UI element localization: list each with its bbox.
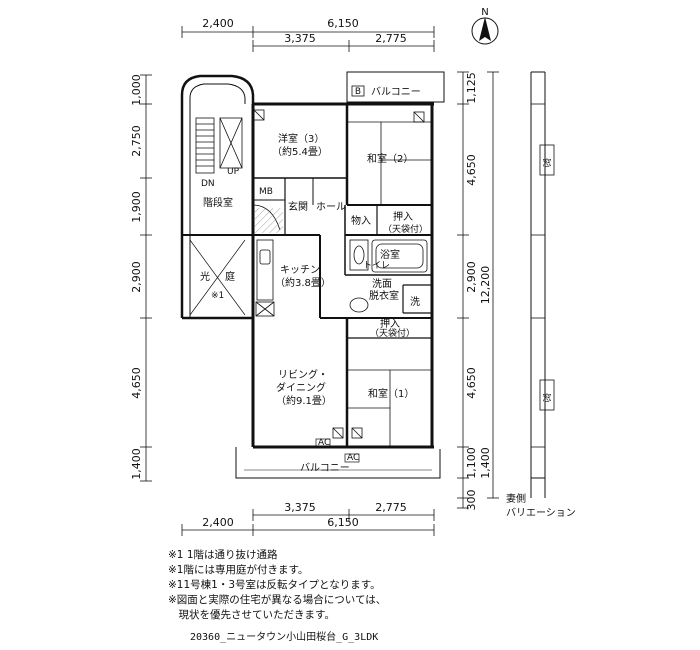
western-room-name: 洋室（3） xyxy=(278,132,324,145)
bath-fixtures xyxy=(349,239,428,313)
stair-dn-label: DN xyxy=(201,179,215,189)
light-well-note: ※1 xyxy=(211,291,224,301)
side-elevation xyxy=(530,71,555,498)
japanese-room-2: 和室（2） xyxy=(367,152,413,165)
light-well xyxy=(189,239,246,316)
note-3: ※11号棟1・3号室は反転タイプとなります。 xyxy=(168,579,381,591)
japanese-room-1: 和室（1） xyxy=(368,387,414,400)
bath-label: 浴室 xyxy=(380,248,400,261)
note-5: 現状を優先させていただきます。 xyxy=(168,609,335,621)
dim-right-5: 1,100 xyxy=(465,447,478,479)
side-label-2: バリエーション xyxy=(506,507,576,519)
wash-label: 洗 xyxy=(410,296,420,308)
side-window-1: 窓 xyxy=(542,157,551,169)
side-label-1: 妻側 xyxy=(506,492,526,505)
kitchen-counter xyxy=(255,239,275,317)
ac-label-2: AC xyxy=(347,453,359,463)
dim-right-3: 2,900 xyxy=(465,261,478,293)
dim-top-inner-1: 3,375 xyxy=(284,32,316,45)
light-well-label-2: 庭 xyxy=(225,270,235,283)
side-window-2: 窓 xyxy=(542,392,551,404)
dim-bottom-outer-2: 6,150 xyxy=(327,516,359,529)
marker-icons xyxy=(253,109,425,439)
washroom-label-2: 脱衣室 xyxy=(369,289,399,302)
right-dimensions xyxy=(457,71,499,509)
living-size: （約9.1畳） xyxy=(276,394,332,407)
dim-left-1: 1,000 xyxy=(130,74,143,106)
kitchen-name: キッチン xyxy=(280,264,320,276)
dim-bottom-inner-2: 2,775 xyxy=(375,501,407,514)
north-compass-icon: N xyxy=(471,7,499,45)
dim-right-total: 12,200 xyxy=(479,266,492,305)
notes: ※1 1階は通り抜け通路 ※1階には専用庭が付きます。 ※11号棟1・3号室は反… xyxy=(168,548,386,623)
dim-right-1: 1,125 xyxy=(465,72,478,104)
dim-left-6: 1,400 xyxy=(130,448,143,480)
stair-up-label: UP xyxy=(227,167,240,177)
dim-bottom-inner-1: 3,375 xyxy=(284,501,316,514)
note-2: ※1階には専用庭が付きます。 xyxy=(168,564,309,576)
balcony-top-label: バルコニー xyxy=(371,86,421,98)
living-label-2: ダイニング xyxy=(276,381,326,394)
dim-bottom-outer-1: 2,400 xyxy=(202,516,234,529)
kitchen-size: （約3.8畳） xyxy=(275,276,331,289)
closet-bottom-name: 押入 xyxy=(380,317,400,330)
balcony-top xyxy=(346,71,445,103)
left-dimensions xyxy=(140,74,152,482)
stairwell-label: 階段室 xyxy=(203,196,233,209)
hall-label: ホール xyxy=(316,201,346,213)
dim-right-2: 4,650 xyxy=(465,154,478,186)
plan-code: 20360_ニュータウン小山田桜台_G_3LDK xyxy=(190,632,379,643)
balcony-bottom-label: バルコニー xyxy=(300,462,350,474)
mb-label: MB xyxy=(259,187,273,197)
dim-top-inner-2: 2,775 xyxy=(375,32,407,45)
dim-left-4: 2,900 xyxy=(130,261,143,293)
north-label: N xyxy=(481,7,488,18)
living-label-1: リビング・ xyxy=(278,368,328,381)
note-4: ※図面と実際の住宅が異なる場合については、 xyxy=(168,594,387,606)
dim-right-6: 1,400 xyxy=(479,447,492,479)
balcony-top-badge: B xyxy=(355,87,361,97)
closet-bottom-sub: （天袋付） xyxy=(370,327,415,339)
dim-left-3: 1,900 xyxy=(130,191,143,223)
dim-top-outer-2: 6,150 xyxy=(327,17,359,30)
toilet-label: トイレ xyxy=(363,261,390,271)
bottom-dimensions xyxy=(181,509,435,536)
ac-label-1: AC xyxy=(318,438,330,448)
washroom-label-1: 洗面 xyxy=(372,278,392,290)
light-well-label-1: 光 xyxy=(200,270,210,283)
balcony-bottom xyxy=(235,438,441,479)
staircase xyxy=(195,117,243,174)
entrance-label: 玄関 xyxy=(288,200,308,213)
note-1: ※1 1階は通り抜け通路 xyxy=(168,549,278,561)
closet-top-name: 押入 xyxy=(393,210,413,223)
storage-label: 物入 xyxy=(351,214,371,227)
dim-left-5: 4,650 xyxy=(130,367,143,399)
dim-left-2: 2,750 xyxy=(130,125,143,157)
top-dimensions xyxy=(181,26,435,52)
building-walls xyxy=(180,74,434,449)
dim-right-4: 4,650 xyxy=(465,367,478,399)
dim-top-outer-1: 2,400 xyxy=(202,17,234,30)
closet-top-sub: （天袋付） xyxy=(383,223,428,235)
dim-right-7: 300 xyxy=(465,490,478,511)
western-room-size: （約5.4畳） xyxy=(272,145,328,158)
entrance-floor-hatch xyxy=(255,208,283,233)
